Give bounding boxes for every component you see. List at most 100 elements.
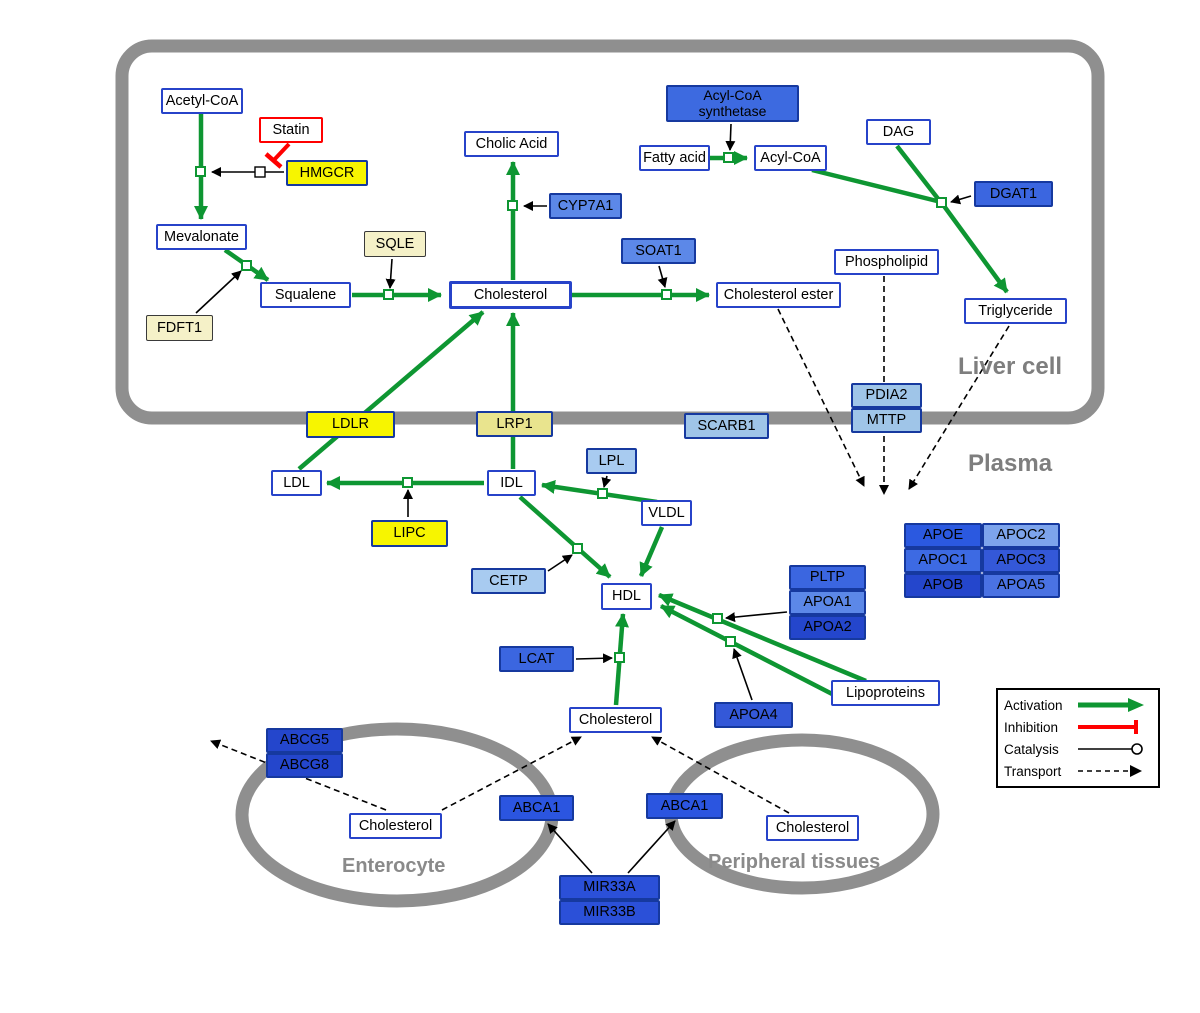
node-lrp1[interactable]: LRP1 xyxy=(476,411,553,437)
node-ldlr[interactable]: LDLR xyxy=(306,411,395,438)
node-apoa1[interactable]: APOA1 xyxy=(789,590,866,615)
legend-transport: Transport xyxy=(1004,762,1152,780)
node-phospholipid[interactable]: Phospholipid xyxy=(834,249,939,275)
liver-cell-label: Liver cell xyxy=(958,353,1063,380)
connector-mir33-abca1-enterocyte xyxy=(547,823,593,874)
node-mevalonate[interactable]: Mevalonate xyxy=(156,224,247,250)
connector-lpl xyxy=(601,475,612,488)
node-mir33a[interactable]: MIR33A xyxy=(559,875,660,900)
inhibition-bar-glyph xyxy=(1078,720,1138,734)
activation-arrow-glyph xyxy=(1078,698,1144,712)
node-apoa5[interactable]: APOA5 xyxy=(982,573,1060,598)
connector-mir33-abca1-peripheral xyxy=(627,820,676,874)
legend-box: Activation Inhibition Catalysis Transpor… xyxy=(996,688,1160,788)
legend-transport-label: Transport xyxy=(1004,763,1062,779)
edge-acylcoa-dgat-node xyxy=(811,167,942,205)
edge-dgat-node-triglyceride xyxy=(942,204,1009,294)
node-hmgcr[interactable]: HMGCR xyxy=(286,160,368,186)
legend-inhibition-label: Inhibition xyxy=(1004,719,1059,735)
plasma-label: Plasma xyxy=(968,450,1053,477)
connector-sqle xyxy=(385,258,396,289)
node-lcat[interactable]: LCAT xyxy=(499,646,574,672)
connector-fdft1 xyxy=(195,270,242,314)
connector-cetp xyxy=(547,554,573,572)
node-scarb1[interactable]: SCARB1 xyxy=(684,413,769,439)
statin-inhibition-bar xyxy=(264,152,283,169)
node-squalene[interactable]: Squalene xyxy=(260,282,351,308)
legend-activation: Activation xyxy=(1004,696,1152,714)
node-idl[interactable]: IDL xyxy=(487,470,536,496)
node-abca1-peripheral[interactable]: ABCA1 xyxy=(646,793,723,819)
node-cholic-acid[interactable]: Cholic Acid xyxy=(464,131,559,157)
node-lipc[interactable]: LIPC xyxy=(371,520,448,547)
edge-lipoproteins-hdl-lower xyxy=(659,603,840,700)
node-cetp[interactable]: CETP xyxy=(471,568,546,594)
legend-activation-label: Activation xyxy=(1004,697,1063,713)
transport-triglyceride-to-plasma xyxy=(908,325,1010,490)
node-cholesterol-enterocyte[interactable]: Cholesterol xyxy=(349,813,442,839)
node-lpl[interactable]: LPL xyxy=(586,448,637,474)
node-cholesterol-plasma[interactable]: Cholesterol xyxy=(569,707,662,733)
node-mttp[interactable]: MTTP xyxy=(851,408,922,433)
node-fdft1[interactable]: FDFT1 xyxy=(146,315,213,341)
node-mir33b[interactable]: MIR33B xyxy=(559,900,660,925)
node-apoc1[interactable]: APOC1 xyxy=(904,548,982,573)
node-lipoproteins[interactable]: Lipoproteins xyxy=(831,680,940,706)
connector-acylcoa-synthetase xyxy=(725,123,736,151)
liver-cell-membrane xyxy=(115,39,1105,425)
node-dag[interactable]: DAG xyxy=(866,119,931,145)
node-fatty-acid[interactable]: Fatty acid xyxy=(639,145,710,171)
node-hdl[interactable]: HDL xyxy=(601,583,652,610)
transport-enterocyte-cholesterol-abca1 xyxy=(441,736,582,811)
node-apoa2[interactable]: APOA2 xyxy=(789,615,866,640)
transport-cholesterol-ester-to-plasma xyxy=(777,308,865,487)
connector-dgat1 xyxy=(950,194,972,205)
connector-lcat xyxy=(575,653,613,664)
enterocyte-label: Enterocyte xyxy=(342,855,446,877)
node-apoc3[interactable]: APOC3 xyxy=(982,548,1060,573)
edge-lipoproteins-hdl-upper xyxy=(658,592,867,684)
node-sqle[interactable]: SQLE xyxy=(364,231,426,257)
node-abcg8[interactable]: ABCG8 xyxy=(266,753,343,778)
reaction-nodes xyxy=(195,152,947,663)
node-abcg5[interactable]: ABCG5 xyxy=(266,728,343,753)
legend-catalysis-label: Catalysis xyxy=(1004,741,1059,757)
node-statin[interactable]: Statin xyxy=(259,117,323,143)
edge-ldl-ldlr-cholesterol xyxy=(297,310,485,471)
connector-apoa4 xyxy=(732,648,753,701)
enzyme-connectors xyxy=(195,123,972,874)
connector-soat1 xyxy=(657,265,668,288)
legend-inhibition: Inhibition xyxy=(1004,718,1152,736)
node-acetyl-coa[interactable]: Acetyl-CoA xyxy=(161,88,243,114)
node-cholesterol-ester[interactable]: Cholesterol ester xyxy=(716,282,841,308)
node-cholesterol-peripheral[interactable]: Cholesterol xyxy=(766,815,859,841)
legend-catalysis: Catalysis xyxy=(1004,740,1152,758)
connector-apoa1-stack xyxy=(725,611,788,623)
catalysis-circle-glyph xyxy=(1078,743,1143,755)
node-pltp[interactable]: PLTP xyxy=(789,565,866,590)
node-soat1[interactable]: SOAT1 xyxy=(621,238,696,264)
node-apoa4[interactable]: APOA4 xyxy=(714,702,793,728)
statin-inhibition-line xyxy=(271,142,291,163)
node-vldl[interactable]: VLDL xyxy=(641,500,692,526)
node-pdia2[interactable]: PDIA2 xyxy=(851,383,922,408)
node-apoc2[interactable]: APOC2 xyxy=(982,523,1060,548)
node-triglyceride[interactable]: Triglyceride xyxy=(964,298,1067,324)
node-cyp7a1[interactable]: CYP7A1 xyxy=(549,193,622,219)
node-abca1-enterocyte[interactable]: ABCA1 xyxy=(499,795,574,821)
node-apob[interactable]: APOB xyxy=(904,573,982,598)
transport-dashed-arrow-glyph xyxy=(1078,765,1142,777)
node-dgat1[interactable]: DGAT1 xyxy=(974,181,1053,207)
node-apoe[interactable]: APOE xyxy=(904,523,982,548)
node-acyl-coa[interactable]: Acyl-CoA xyxy=(754,145,827,171)
edge-idl-hdl-cetp xyxy=(518,495,612,579)
node-ldl[interactable]: LDL xyxy=(271,470,322,496)
edge-dag-dgat-node xyxy=(895,144,941,202)
inhibition-statin xyxy=(264,142,291,169)
catalysis-junction-square xyxy=(254,166,266,178)
transport-peripheral-cholesterol-abca1 xyxy=(651,736,790,814)
node-cholesterol-liver[interactable]: Cholesterol xyxy=(449,281,572,309)
node-acyl-coa-synthetase[interactable]: Acyl-CoA synthetase xyxy=(666,85,799,122)
